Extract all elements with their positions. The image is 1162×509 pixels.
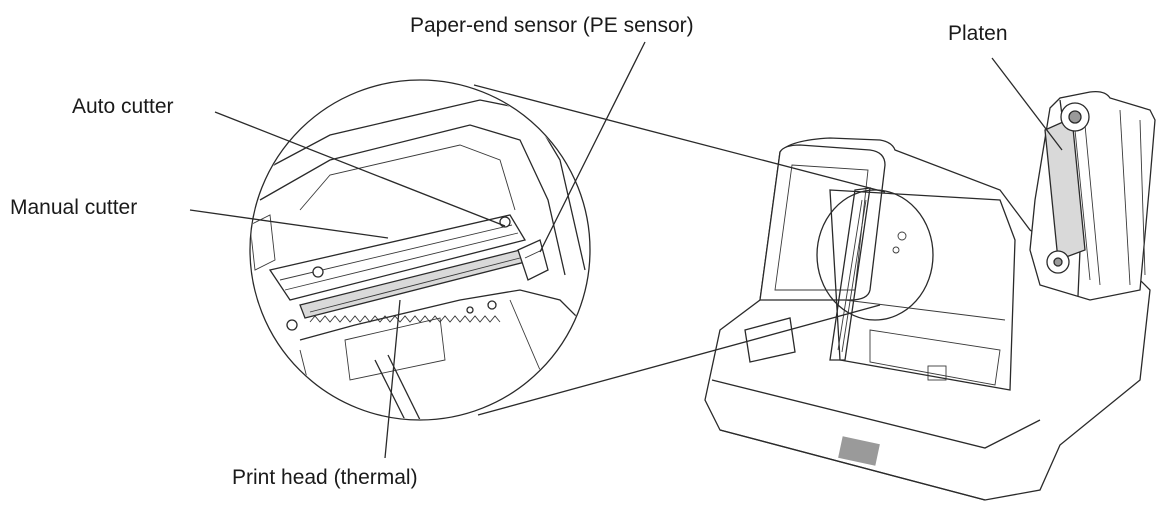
label-manual-cutter: Manual cutter [10, 196, 138, 219]
leader-platen [991, 57, 1063, 151]
magnified-view [249, 79, 934, 421]
label-platen: Platen [948, 22, 1008, 45]
label-auto-cutter: Auto cutter [72, 95, 174, 118]
leader-pe-sensor [539, 41, 646, 253]
leader-auto-cutter [214, 111, 506, 227]
label-pe-sensor: Paper-end sensor (PE sensor) [410, 14, 694, 37]
leader-lines [189, 41, 1063, 459]
label-print-head: Print head (thermal) [232, 466, 418, 489]
leader-print-head [384, 299, 401, 459]
printer-cover [1029, 90, 1156, 301]
leader-manual-cutter [189, 209, 389, 239]
